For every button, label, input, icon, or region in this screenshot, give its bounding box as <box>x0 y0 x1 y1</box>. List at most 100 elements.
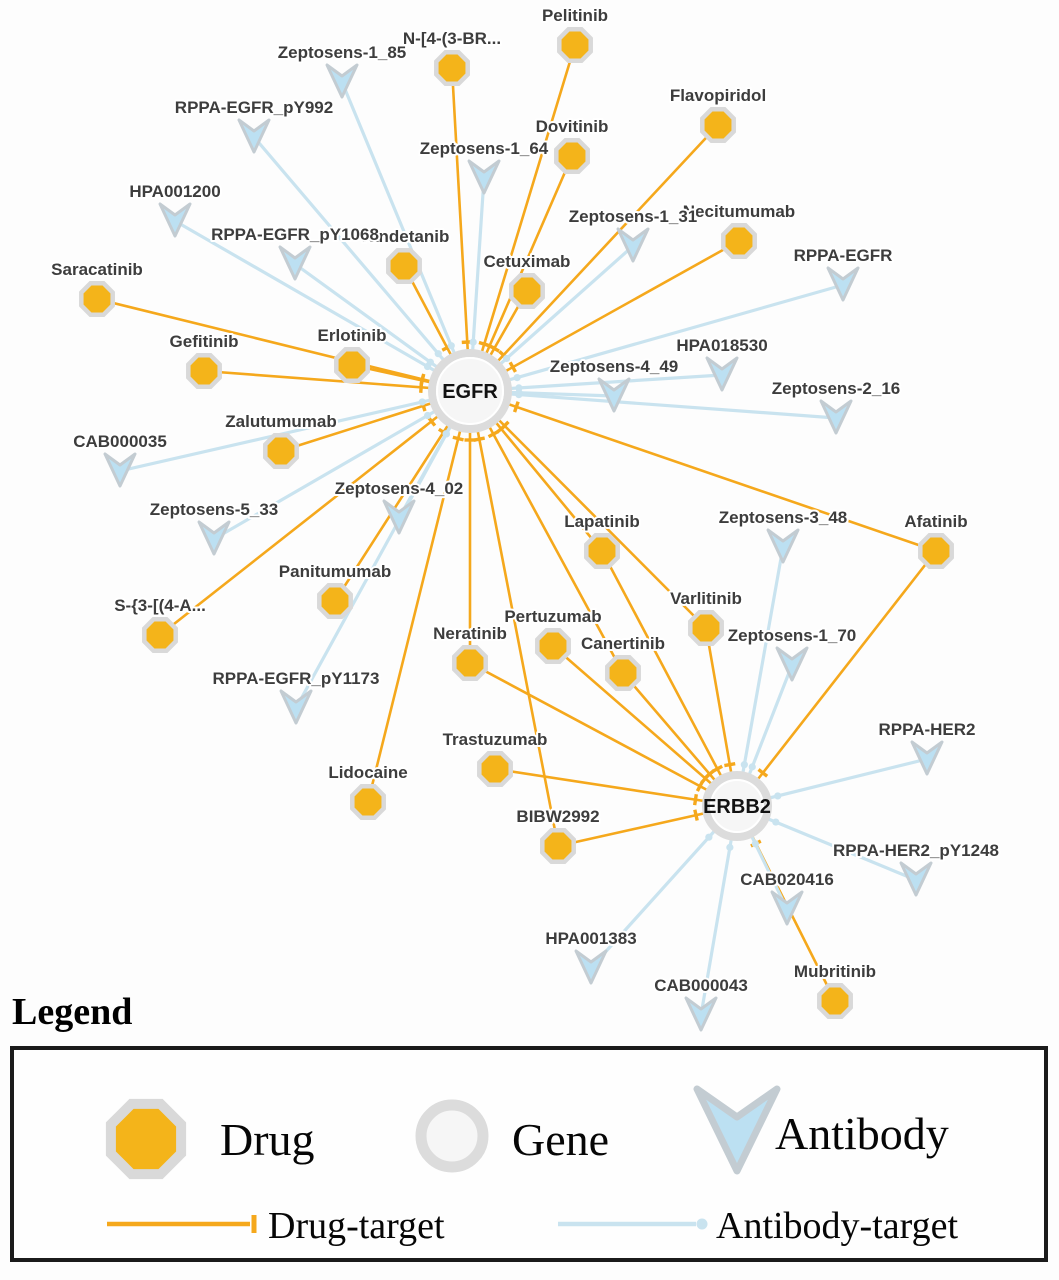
drug-node-pertuzumab[interactable] <box>535 628 571 664</box>
inhibition-tee <box>508 361 517 373</box>
drug-label: N-[4-(3-BR... <box>403 29 501 48</box>
drug-label: Neratinib <box>433 624 507 643</box>
drug-label: Flavopiridol <box>670 86 766 105</box>
antibody-label: RPPA-EGFR_pY1068 <box>211 225 379 244</box>
edge-endpoint-dot <box>513 374 521 382</box>
antibody-node-hpa018530[interactable] <box>705 356 739 392</box>
drug-label: Necitumumab <box>683 202 795 221</box>
drug-node-saracatinib[interactable] <box>79 281 115 317</box>
drug-target-edge[interactable] <box>95 297 472 393</box>
antibody-target-edge[interactable] <box>468 373 724 393</box>
drug-target-edge[interactable] <box>468 43 577 393</box>
drug-node-trastuzumab[interactable] <box>477 751 513 787</box>
drug-label: BIBW2992 <box>516 807 599 826</box>
antibody-node-rppa-her2[interactable] <box>910 740 944 776</box>
drug-node-gefitinib[interactable] <box>186 353 222 389</box>
antibody-label: RPPA-EGFR_pY1173 <box>213 669 380 688</box>
drug-node-varlitinib[interactable] <box>688 610 724 646</box>
antibody-label: CAB020416 <box>740 870 834 889</box>
drug-node-canertinib[interactable] <box>605 655 641 691</box>
drug-node-erlotinib[interactable] <box>334 347 370 383</box>
antibody-target-edge[interactable] <box>173 219 472 393</box>
drug-target-edge[interactable] <box>366 389 472 804</box>
drug-target-edge[interactable] <box>158 389 472 637</box>
gene-node-erbb2[interactable] <box>702 771 772 841</box>
antibody-node-zeptosens-1-64[interactable] <box>467 159 501 195</box>
antibody-node-rppa-egfr-py1068[interactable] <box>278 245 312 281</box>
drug-target-edge[interactable] <box>735 549 938 808</box>
drug-node-lidocaine[interactable] <box>350 784 386 820</box>
antibody-target-edge[interactable] <box>118 389 472 473</box>
antibody-node-rppa-egfr[interactable] <box>826 266 860 302</box>
drug-node-cetuximab[interactable] <box>509 273 545 309</box>
legend-contents: Drug Gene Antibody Drug-target Antibody-… <box>105 1085 958 1247</box>
drug-node-bibw2992[interactable] <box>540 828 576 864</box>
inhibition-tee <box>711 764 724 773</box>
antibody-label: RPPA-HER2 <box>879 720 976 739</box>
gene-node-egfr[interactable] <box>428 349 512 433</box>
drug-label: Varlitinib <box>670 589 742 608</box>
drug-node-mubritinib[interactable] <box>817 983 853 1019</box>
edge-endpoint-dot <box>423 411 432 420</box>
drug-target-edge[interactable] <box>468 389 625 675</box>
antibody-node-zeptosens-5-33[interactable] <box>197 520 231 556</box>
antibody-node-cab000035[interactable] <box>103 452 137 488</box>
drug-node-s-3-4-a[interactable] <box>142 617 178 653</box>
antibody-node-hpa001383[interactable] <box>574 949 608 985</box>
antibody-node-zeptosens-2-16[interactable] <box>819 399 853 435</box>
drug-target-edge[interactable] <box>468 389 560 848</box>
drug-node-flavopiridol[interactable] <box>700 107 736 143</box>
antibody-target-edge[interactable] <box>468 389 838 420</box>
drug-node-zalutumumab[interactable] <box>263 433 299 469</box>
inhibition-tee <box>419 374 425 387</box>
antibody-node-zeptosens-1-85[interactable] <box>325 63 359 99</box>
antibody-node-zeptosens-4-02[interactable] <box>382 499 416 535</box>
edge-endpoint-dot <box>748 763 756 771</box>
drug-target-edge[interactable] <box>468 123 720 393</box>
antibody-target-edge[interactable] <box>699 804 739 1017</box>
edge-endpoint-dot <box>426 358 434 366</box>
drug-node-afatinib[interactable] <box>918 533 954 569</box>
antibody-label: HPA018530 <box>676 336 767 355</box>
drug-target-edge[interactable] <box>468 389 708 630</box>
antibody-label: Zeptosens-1_85 <box>278 43 407 62</box>
inhibition-tee <box>512 401 520 413</box>
antibody-node-cab020416[interactable] <box>770 890 804 926</box>
antibody-node-rppa-egfr-py992[interactable] <box>237 118 271 154</box>
drug-node-pelitinib[interactable] <box>557 27 593 63</box>
antibody-label: RPPA-EGFR <box>794 246 893 265</box>
antibody-node-rppa-egfr-py1173[interactable] <box>279 689 313 725</box>
antibody-label: Zeptosens-3_48 <box>719 508 848 527</box>
antibody-node-cab000043[interactable] <box>684 996 718 1032</box>
drug-node-vandetanib[interactable] <box>386 248 422 284</box>
drug-node-n-4-3-br[interactable] <box>434 50 470 86</box>
antibody-node-rppa-her2-py1248[interactable] <box>899 861 933 897</box>
antibody-target-edge[interactable] <box>468 283 845 393</box>
antibody-target-edge[interactable] <box>589 804 739 970</box>
antibody-node-zeptosens-1-70[interactable] <box>775 646 809 682</box>
drug-target-edge[interactable] <box>468 389 938 553</box>
edge-endpoint-dot <box>772 818 780 826</box>
antibody-target-edge[interactable] <box>340 80 472 393</box>
antibody-target-edge[interactable] <box>294 389 472 710</box>
antibody-target-dot-swatch <box>696 1218 708 1230</box>
antibody-node-zeptosens-4-49[interactable] <box>597 377 631 413</box>
antibody-node-zeptosens-3-48[interactable] <box>766 528 800 564</box>
drug-node-neratinib[interactable] <box>452 645 488 681</box>
antibody-node-zeptosens-1-31[interactable] <box>616 227 650 263</box>
drug-node-panitumumab[interactable] <box>317 583 353 619</box>
antibody-node-hpa001200[interactable] <box>158 202 192 238</box>
drug-target-edge[interactable] <box>450 66 472 393</box>
drug-node-dovitinib[interactable] <box>554 138 590 174</box>
inhibition-tee <box>693 809 699 821</box>
legend-box: Drug Gene Antibody Drug-target Antibody-… <box>10 1046 1048 1262</box>
antibody-target-edge[interactable] <box>252 135 472 393</box>
drug-node-necitumumab[interactable] <box>721 223 757 259</box>
drug-target-edge[interactable] <box>600 549 739 808</box>
drug-node-lapatinib[interactable] <box>584 533 620 569</box>
drug-target-edge[interactable] <box>468 661 739 808</box>
edge-endpoint-dot <box>503 354 511 363</box>
drug-target-edge[interactable] <box>468 239 741 393</box>
drug-target-edge[interactable] <box>202 369 472 393</box>
